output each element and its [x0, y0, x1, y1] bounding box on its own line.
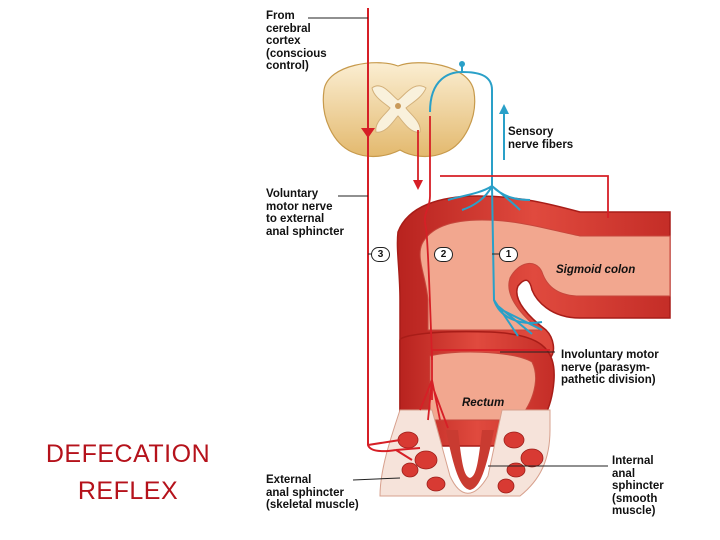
anatomy-illustration — [308, 8, 671, 497]
label-voluntary-motor-nerve: Voluntary motor nerve to external anal s… — [266, 188, 344, 238]
motor-arrow-icon — [361, 128, 375, 138]
label-external-anal-sphincter: External anal sphincter (skeletal muscle… — [266, 474, 359, 511]
spinal-cord — [322, 62, 476, 158]
leader-lines — [308, 17, 608, 481]
defecation-reflex-diagram: From cerebral cortex (conscious control)… — [250, 0, 720, 540]
sensory-ganglion-icon — [459, 61, 465, 67]
title-line-1: DEFECATION — [45, 440, 211, 468]
step-badge-1: 1 — [499, 247, 518, 262]
descending-arrow-icon — [413, 180, 423, 190]
sensory-fiber-connector — [440, 175, 609, 218]
label-involuntary-motor-nerve: Involuntary motor nerve (parasym- pathet… — [561, 349, 659, 386]
step-badge-3: 3 — [371, 247, 390, 262]
step-badge-2: 2 — [434, 247, 453, 262]
label-sensory-nerve: Sensory nerve fibers — [508, 126, 574, 151]
label-internal-anal-sphincter: Internal anal sphincter (smooth muscle) — [612, 455, 664, 517]
involuntary-motor-nerve — [419, 116, 550, 429]
title-line-2: REFLEX — [77, 477, 179, 505]
voluntary-motor-nerve — [367, 8, 421, 461]
sensory-arrow-icon — [499, 104, 509, 114]
label-sigmoid-colon: Sigmoid colon — [556, 264, 636, 276]
sensory-nerve — [429, 64, 543, 337]
label-rectum: Rectum — [462, 397, 505, 409]
slide-title: DEFECATION REFLEX — [18, 436, 238, 510]
label-cerebral-cortex: From cerebral cortex (conscious control) — [266, 10, 327, 72]
